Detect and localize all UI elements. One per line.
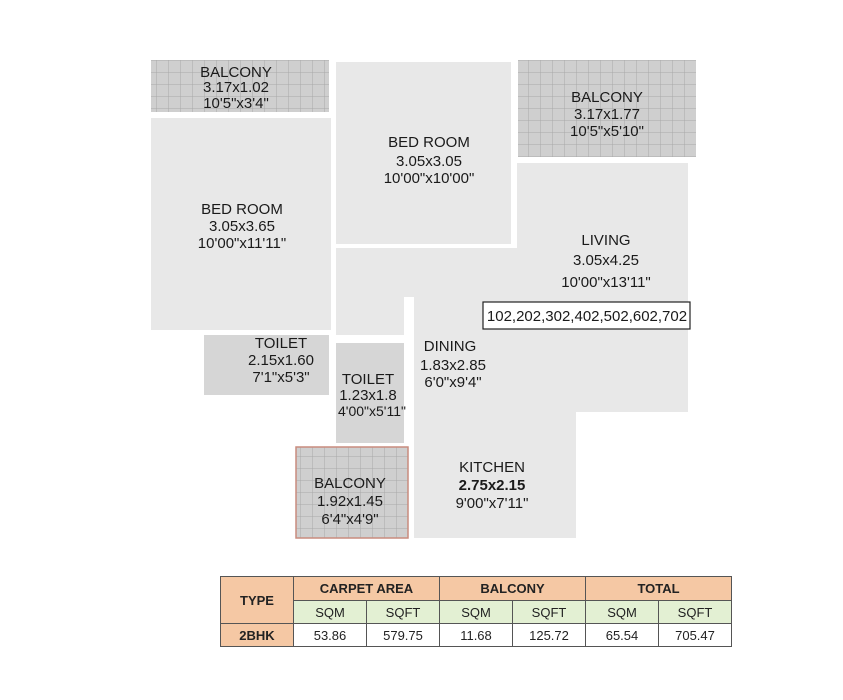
balcony-bottom-area	[295, 446, 409, 539]
room-size-ft: 10'5"x3'4"	[203, 95, 269, 112]
type-cell: 2BHK	[220, 623, 294, 647]
room-size-ft: 10'00"x10'00"	[384, 170, 475, 187]
room-balcony-bottom: BALCONY 1.92x1.45 6'4"x4'9"	[314, 475, 386, 528]
room-size-ft: 6'0"x9'4"	[424, 374, 481, 391]
room-name: TOILET	[342, 371, 394, 388]
room-name: LIVING	[581, 232, 630, 249]
room-balcony-top-right: BALCONY 3.17x1.77 10'5"x5'10"	[570, 89, 644, 140]
value-cell: 125.72	[512, 623, 586, 647]
living-dining-area	[336, 163, 688, 538]
room-size-ft: 10'5"x5'10"	[570, 123, 644, 140]
unit-header: SQM	[585, 600, 659, 624]
room-size-m: 1.92x1.45	[317, 493, 383, 510]
toilet-center-area	[336, 343, 404, 443]
room-size-m: 3.17x1.02	[203, 79, 269, 96]
unit-header: SQFT	[512, 600, 586, 624]
bedroom-left-area	[151, 118, 331, 330]
room-size-ft: 10'00"x13'11"	[561, 274, 651, 291]
room-size-m: 2.15x1.60	[248, 352, 314, 369]
room-size-m: 1.83x2.85	[420, 357, 486, 374]
room-living: LIVING 3.05x4.25 10'00"x13'11"	[561, 232, 651, 291]
total-header: TOTAL	[585, 576, 732, 601]
bedroom-center-area	[336, 62, 511, 244]
floor-plan: BALCONY 3.17x1.02 10'5"x3'4" BED ROOM 3.…	[151, 60, 696, 539]
room-toilet-center: TOILET 1.23x1.8 4'00"x5'11"	[338, 371, 406, 419]
room-bedroom-center: BED ROOM 3.05x3.05 10'00"x10'00"	[384, 134, 475, 187]
room-bedroom-left: BED ROOM 3.05x3.65 10'00"x11'11"	[198, 201, 286, 252]
carpet-area-header: CARPET AREA	[293, 576, 440, 601]
room-name: BALCONY	[200, 64, 272, 81]
toilet-left-area	[204, 335, 329, 395]
room-size-ft: 7'1"x5'3"	[252, 369, 309, 386]
unit-header: SQM	[293, 600, 367, 624]
unit-header: SQFT	[658, 600, 732, 624]
room-kitchen: KITCHEN 2.75x2.15 9'00"x7'11"	[456, 459, 529, 512]
room-name: TOILET	[255, 335, 307, 352]
unit-numbers: 102,202,302,402,502,602,702	[487, 308, 687, 325]
value-cell: 705.47	[658, 623, 732, 647]
table-row: 2BHK 53.86 579.75 11.68 125.72 65.54 705…	[220, 623, 732, 647]
room-name: BED ROOM	[388, 134, 470, 151]
room-name: DINING	[424, 338, 477, 355]
room-toilet-left: TOILET 2.15x1.60 7'1"x5'3"	[248, 335, 314, 386]
unit-numbers-box	[482, 301, 691, 330]
passage-area	[336, 297, 404, 335]
room-name: BALCONY	[571, 89, 643, 106]
unit-header: SQM	[439, 600, 513, 624]
type-header: TYPE	[220, 576, 294, 624]
room-name: KITCHEN	[459, 459, 525, 476]
balcony-top-right-area	[518, 60, 696, 157]
room-size-m: 3.05x4.25	[573, 252, 639, 269]
area-table: TYPE CARPET AREA BALCONY TOTAL SQM SQFT …	[220, 576, 732, 647]
value-cell: 579.75	[366, 623, 440, 647]
value-cell: 53.86	[293, 623, 367, 647]
room-size-ft: 6'4"x4'9"	[321, 511, 378, 528]
unit-header: SQFT	[366, 600, 440, 624]
room-size-m: 2.75x2.15	[459, 477, 526, 494]
room-name: BALCONY	[314, 475, 386, 492]
room-size-m: 3.05x3.05	[396, 153, 462, 170]
room-balcony-top-left: BALCONY 3.17x1.02 10'5"x3'4"	[200, 64, 272, 112]
room-name: BED ROOM	[201, 201, 283, 218]
balcony-header: BALCONY	[439, 576, 586, 601]
balcony-top-left-area	[151, 60, 329, 112]
room-size-m: 1.23x1.8	[339, 387, 397, 404]
room-size-ft: 9'00"x7'11"	[456, 495, 529, 512]
room-size-ft: 4'00"x5'11"	[338, 403, 406, 419]
room-size-m: 3.05x3.65	[209, 218, 275, 235]
room-dining: DINING 1.83x2.85 6'0"x9'4"	[420, 338, 486, 391]
value-cell: 11.68	[439, 623, 513, 647]
value-cell: 65.54	[585, 623, 659, 647]
room-size-ft: 10'00"x11'11"	[198, 235, 286, 252]
room-size-m: 3.17x1.77	[574, 106, 640, 123]
